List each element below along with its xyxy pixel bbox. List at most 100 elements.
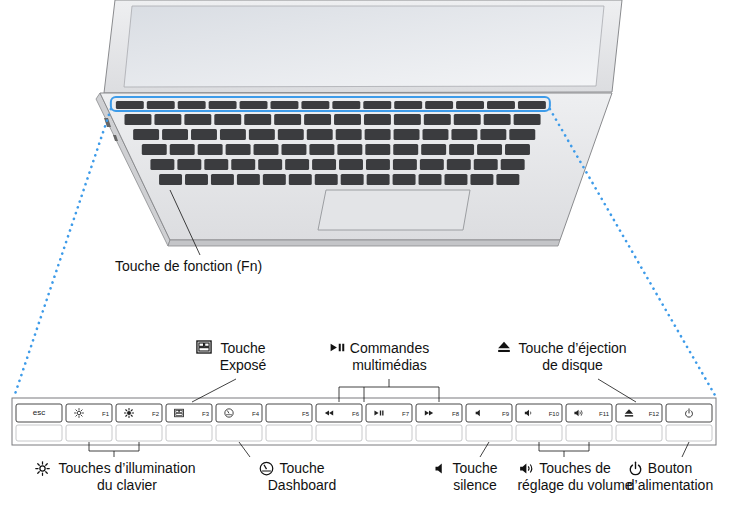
key: [209, 101, 237, 109]
key: [278, 129, 304, 140]
key: [274, 114, 301, 125]
function-key: [16, 404, 62, 422]
function-keys: [16, 404, 712, 441]
key-label: F5: [289, 411, 309, 417]
lower-key: [516, 425, 562, 441]
function-key: [416, 404, 462, 422]
function-key: [166, 404, 212, 422]
key: [451, 129, 477, 140]
display-screen: [124, 6, 604, 87]
key: [184, 114, 211, 125]
key-symbol: [476, 410, 480, 417]
key: [211, 174, 234, 185]
display-lid: [104, 0, 622, 93]
key-label: F7: [389, 411, 409, 417]
key: [421, 144, 446, 155]
key-label: F6: [339, 411, 359, 417]
key: [237, 174, 260, 185]
callout-label: Touche Dashboard: [262, 460, 342, 494]
label-icons: [36, 341, 641, 475]
key: [116, 101, 144, 109]
key: [419, 174, 442, 185]
key: [281, 144, 306, 155]
key-symbol: [686, 409, 693, 417]
key: [301, 101, 329, 109]
key: [364, 114, 391, 125]
lower-key: [266, 425, 312, 441]
function-key: [216, 404, 262, 422]
key: [449, 144, 474, 155]
callout-label: Touche silence: [445, 460, 505, 494]
trackpad: [318, 190, 470, 230]
key: [142, 144, 167, 155]
key: [423, 129, 449, 140]
key: [147, 101, 175, 109]
key: [393, 144, 418, 155]
key-symbol: [225, 409, 233, 417]
key: [150, 159, 174, 170]
key: [363, 101, 391, 109]
key: [366, 159, 390, 170]
row-highlight-outline: [111, 97, 550, 111]
function-key: [616, 404, 662, 422]
eject-icon: [498, 342, 510, 352]
key: [154, 114, 181, 125]
function-row-frame: [12, 398, 716, 445]
key-symbol: [75, 409, 84, 418]
key: [447, 159, 471, 170]
key: [480, 129, 506, 140]
key: [470, 174, 493, 185]
key: [394, 101, 422, 109]
key: [456, 101, 484, 109]
function-key: [566, 404, 612, 422]
key: [162, 129, 188, 140]
key: [393, 174, 416, 185]
key: [420, 159, 444, 170]
key: [170, 144, 195, 155]
key-label: F8: [439, 411, 459, 417]
key: [191, 129, 217, 140]
volume-icon: [520, 464, 532, 474]
key: [315, 174, 338, 185]
key: [496, 174, 519, 185]
key: [285, 159, 309, 170]
callout-label: Bouton d’alimentation: [612, 460, 728, 494]
function-key: [666, 404, 712, 422]
key-symbol: [175, 409, 184, 417]
key: [505, 144, 530, 155]
media-icon: [331, 344, 345, 352]
key-symbol: [124, 408, 133, 417]
dashboard-icon: [260, 462, 273, 475]
key: [425, 101, 453, 109]
key-label: F12: [639, 411, 659, 417]
callout-label: Touches d’illumination du clavier: [52, 460, 202, 494]
key: [454, 114, 481, 125]
key: [365, 144, 390, 155]
expose-icon: [197, 341, 211, 353]
key-label: esc: [16, 409, 62, 417]
key: [339, 159, 363, 170]
key: [304, 114, 331, 125]
key: [501, 159, 525, 170]
key: [514, 114, 541, 125]
dotted-leader: [14, 109, 111, 397]
key: [484, 114, 511, 125]
key: [204, 159, 228, 170]
callout-label: Touche d’éjection de disque: [510, 340, 635, 374]
key: [394, 129, 420, 140]
audio-port: [113, 135, 118, 141]
key: [249, 129, 275, 140]
lower-key: [316, 425, 362, 441]
function-key: [116, 404, 162, 422]
lower-key: [566, 425, 612, 441]
key: [198, 144, 223, 155]
key: [220, 129, 246, 140]
key: [254, 144, 279, 155]
key-label: F4: [239, 411, 259, 417]
key: [332, 101, 360, 109]
key: [159, 174, 182, 185]
key: [393, 159, 417, 170]
key: [240, 101, 268, 109]
key: [244, 114, 271, 125]
